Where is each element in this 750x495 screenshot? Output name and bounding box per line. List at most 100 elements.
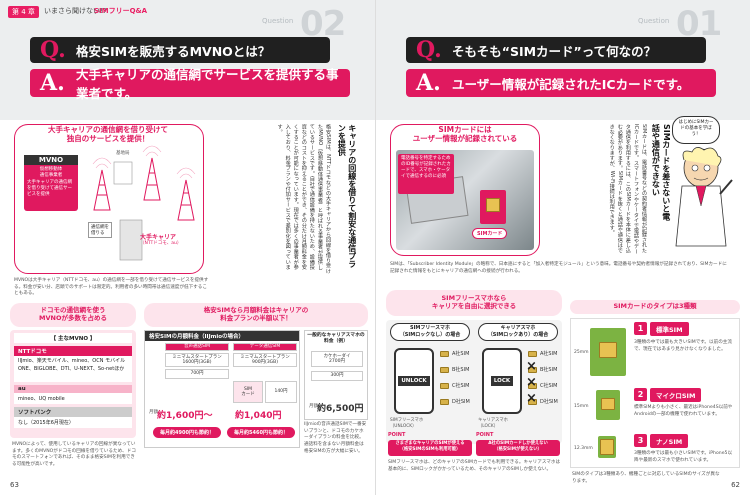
diagram-headline: 大手キャリアの通信網を借り受けて 独自のサービスを提供！ [48,125,168,144]
page-number-right: 62 [731,481,740,489]
chapter-tag: 第 4 章 [8,6,39,18]
standard-sim-illustration [590,328,626,376]
size-label-3: 12.3mm [574,446,593,451]
lock-label: LOCK [490,376,514,386]
sim-free-head: SIMフリースマホ （SIMロックなし）の場合 [390,323,470,341]
voice-row-val: 700円 [165,369,229,379]
free-sim-a: A社SIM [440,350,469,357]
sim-chip-icon [440,366,449,373]
carrier-label: 大手キャリア [140,234,177,241]
lock-caption: SIMフリースマホは、どのキャリアのSIMカードでも利用できる。キャリアスマホは… [388,460,561,472]
chapter-title: いまさら聞けない!? [44,7,107,15]
sim-card-photo [480,190,506,224]
sim-card-label: SIMカード [472,228,508,239]
free-phone-label: SIMフリースマホ （UNLOCK） [390,418,424,430]
mvno-diagram-frame [14,124,204,274]
answer-banner-right: ユーザー情報が記録されたICカードです。 [406,69,716,97]
mvno-desc: 大手キャリアの通信網を借り受けて通信サービスを提供 [27,180,72,197]
price-caption: IIJmioの音声通話SIMで一番安いプランと、ドコモのカケホーダイプランの料金… [304,422,367,454]
sim-chip-photo [486,198,500,212]
sim-label: A社SIM [540,351,558,357]
tower-network-illustration [92,145,196,261]
size-label-2: 15mm [574,404,589,409]
professor-character-illustration [675,147,733,247]
type-number-1: 1 [634,322,647,335]
point-label-2: POINT [476,432,494,438]
softbank-row-head: ソフトバンク [14,407,132,417]
carrier-plan: カケホーダイ 2700円 [311,351,363,367]
free-sim-c: C社SIM [440,382,469,389]
data-sim-col: データ通信SIM [233,343,297,351]
lock-sim-b: B社SIM [528,366,557,373]
body-text: 格安SIMは、NTTドコモなどの大手キャリアから回線を借り受けたMVNO（仮想移… [276,124,331,274]
sim-chip-icon [528,366,537,373]
cross-icon: × [526,375,537,390]
base-station-label: 基地局 [116,151,130,156]
types-caption: SIMのタイプは3種類あり、機種ごとに対応しているSIMのサイズが異なります。 [572,472,720,484]
sim-photo-title: SIMカードには ユーザー情報が記録されている [412,125,518,144]
type-name-2: マイクロSIM [650,388,702,402]
lock-sim-d: D社SIM [528,398,558,405]
question-banner: 格安SIMを販売するMVNOとは？ [30,37,330,63]
save-badge-2: 毎月約5460円も節約！ [227,427,295,438]
sim-chip-icon [528,350,537,357]
carrier-row-val: 300円 [311,371,363,381]
size-label-1: 25mm [574,350,589,355]
sim-card-cell: SIM カード [233,381,263,403]
carrier-sub: （NTTドコモ、au） [140,241,182,246]
types-box-title: SIMカードのタイプは3種類 [570,300,740,314]
unlock-phone-illustration: UNLOCK [394,348,434,414]
a-letter: A. [40,70,65,96]
carrier-price: 約6,500円 [317,404,364,414]
question-text: 格安SIMを販売するMVNOとは？ [76,43,271,59]
lock-phone-label: キャリアスマホ （LOCK） [478,418,508,430]
data-plan: ミニマムスタートプラン 900円(3GB) [233,353,297,367]
question-text-right: そもそも“SIMカード”って何なの？ [452,43,657,59]
point-box-1: さまざまなキャリアのSIMが使える （格安SIMのSIMも利用可能） [388,440,472,456]
voice-plan: ミニマムスタートプラン 1600円(3GB) [165,353,229,367]
data-price: 約1,040円 [235,411,282,421]
section-vertical-heading-right: SIMカードを差さないと電話や通信ができない [651,124,671,221]
point-label-1: POINT [388,432,406,438]
question-label: Question [262,17,294,25]
docomo-row-head: NTTドコモ [14,346,132,356]
docomo-caption: MVNOによって、使用しているキャリアの回線が異なっています。多くのMVNOがド… [12,442,136,467]
cheap-sim-head: 格安SIMの月額料金（IIJmioの場合） [145,331,299,341]
sim-photo-frame [390,124,540,256]
sim-chip-icon [440,382,449,389]
lock-phone-illustration: LOCK [482,348,522,414]
borrow-network-label: 通信網を 借りる [88,222,112,238]
monthly-label-3: 月額 [309,404,318,409]
speech-bubble: はじめにSIMカードの基本を学ぼう！ [672,116,720,144]
section-vertical-heading: キャリアの回線を借りて割安な通信プランを提供 [337,124,357,268]
sim-label: C社SIM [452,383,470,389]
q-letter-right: Q. [416,37,442,63]
type-desc-3: 3種類の中では最も小さいSIMです。iPhone5以降や最新のスマホで使われてい… [634,451,733,463]
au-row-head: au [14,385,132,393]
answer-text-right: ユーザー情報が記録されたICカードです。 [452,76,690,92]
sim-label: D社SIM [540,399,558,405]
mvno-sub: 仮想移動体 通信事業者 [39,167,63,178]
sim-chip-icon [440,398,449,405]
page-number-left: 63 [10,481,19,489]
type-number-2: 2 [634,388,647,401]
sim-label: C社SIM [540,383,558,389]
type-desc-2: 標準SIMよりも小さく、最近はiPhone4S以前やAndroidの一部の機種で… [634,405,733,417]
lock-sim-c: C社SIM [528,382,557,389]
docomo-box-title: ドコモの通信網を使う MVNOが多数を占める [10,303,136,327]
monthly-label-1: 月額 [149,410,158,415]
docomo-row-body: IIJmio、楽天モバイル、mineo、OCN モバイル ONE、BIGLOBE… [14,356,132,382]
mvno-card: MVNO 仮想移動体 通信事業者 大手キャリアの通信網を借り受けて通信サービスを… [24,155,78,211]
sim-lock-head: キャリアスマホ （SIMロックあり）の場合 [478,323,558,341]
type-name-3: ナノSIM [650,434,689,448]
sim-chip-icon [440,350,449,357]
docomo-box: 【 主なMVNO 】 NTTドコモ IIJmio、楽天モバイル、mineo、OC… [10,330,136,438]
free-sim-b: B社SIM [440,366,469,373]
unlock-label: UNLOCK [398,376,430,386]
point-box-2: A社のSIMカードしか使えない （格安SIMが使えない） [476,440,560,456]
sim-chip-icon [528,382,537,389]
question-label-right: Question [638,17,670,25]
body-text-right: SIMカードは、電話番号などの契約者情報が記録されたICカードです。スマートフォ… [608,124,647,254]
type-name-1: 標準SIM [650,322,689,336]
cross-icon: × [526,391,537,406]
